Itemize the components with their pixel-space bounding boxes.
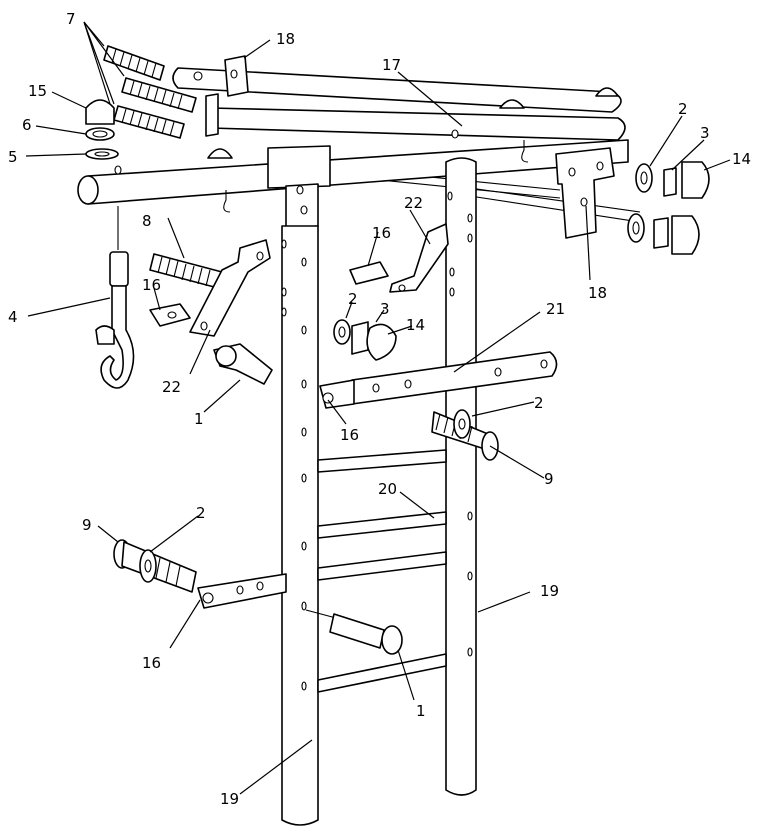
tee-fitting [267, 145, 331, 229]
cap-nut-14-upper-right [681, 161, 710, 199]
callout-19-rear: 19 [540, 582, 559, 600]
front-post [281, 225, 319, 826]
hanger-hook-left [223, 190, 231, 213]
dome-nut-rear-1 [499, 99, 525, 109]
callout-14-middle: 14 [406, 316, 425, 334]
callout-2-handle-left: 2 [196, 504, 206, 522]
callout-1-lower: 1 [416, 702, 426, 720]
callout-3-middle: 3 [380, 300, 390, 318]
threaded-bolt-7b [121, 77, 197, 113]
ladder-rung-3 [317, 551, 447, 581]
lock-washer-3-lower-right [653, 217, 669, 249]
callout-5: 5 [8, 148, 18, 166]
callout-17: 17 [382, 56, 401, 74]
threaded-bolt-7a [103, 45, 165, 81]
callout-6: 6 [22, 116, 32, 134]
ladder-rung-1 [317, 449, 447, 473]
plate-16-b [349, 261, 389, 285]
swing-hook [95, 206, 135, 389]
callout-14-upper-right: 14 [732, 150, 751, 168]
swing-arm-21 [319, 351, 558, 409]
ladder-rung-2 [317, 511, 447, 539]
lock-washer-3-middle [351, 321, 369, 355]
flat-washer-5 [85, 148, 119, 160]
bolt-1-upper [213, 343, 273, 385]
cap-nut-14-middle [366, 323, 397, 361]
clamp-bracket-top [205, 55, 249, 137]
threaded-bolt-7c [113, 105, 185, 139]
leader-lines [25, 21, 731, 795]
callout-16-b: 16 [372, 224, 391, 242]
hanger-hook-right [521, 140, 529, 163]
bracket-22-right [389, 223, 449, 293]
callout-20: 20 [378, 480, 397, 498]
rear-post [445, 157, 477, 796]
plate-16-a [149, 303, 191, 327]
callout-22-left: 22 [162, 378, 181, 396]
callout-22-right: 22 [404, 194, 423, 212]
callout-4: 4 [8, 308, 18, 326]
callout-9-left: 9 [82, 516, 92, 534]
callout-3-upper-right: 3 [700, 124, 710, 142]
washer-2-handle-left [139, 549, 157, 583]
bracket-22-left [189, 239, 271, 337]
callout-labels: 7 15 6 5 18 17 2 3 14 18 4 8 16 22 1 16 … [8, 10, 751, 808]
washer-2-handle-right [453, 409, 471, 439]
cap-nut-14-lower-right [671, 215, 700, 255]
callout-18-top: 18 [276, 30, 295, 48]
clamp-bracket-right [555, 147, 615, 239]
front-crossbar [77, 129, 629, 205]
ladder-rung-4 [317, 653, 447, 693]
rear-lower-rod [209, 107, 626, 141]
dome-nut-rear-2 [595, 87, 619, 97]
callout-1-upper: 1 [194, 410, 204, 428]
handle-grip-9-left [113, 539, 197, 593]
callout-19-front: 19 [220, 790, 239, 808]
callout-8: 8 [142, 212, 152, 230]
cap-nut-15 [85, 99, 115, 125]
callout-16-a: 16 [142, 276, 161, 294]
callout-2-middle: 2 [348, 290, 358, 308]
lower-arm [197, 573, 287, 609]
callout-16-c: 16 [340, 426, 359, 444]
lock-washer-6 [85, 127, 115, 141]
callout-18-right: 18 [588, 284, 607, 302]
washer-2-upper-right [635, 163, 653, 193]
callout-9-right: 9 [544, 470, 554, 488]
callout-15: 15 [28, 82, 47, 100]
callout-7: 7 [66, 10, 76, 28]
callout-2-upper-right: 2 [678, 100, 688, 118]
lock-washer-3-upper-right [663, 167, 677, 197]
dome-nut-front [207, 148, 233, 159]
callout-21: 21 [546, 300, 565, 318]
callout-16-d: 16 [142, 654, 161, 672]
callout-2-handle-right: 2 [534, 394, 544, 412]
bolt-1-lower [305, 609, 403, 655]
washer-2-lower-right [627, 213, 645, 243]
washer-2-middle [333, 319, 351, 345]
